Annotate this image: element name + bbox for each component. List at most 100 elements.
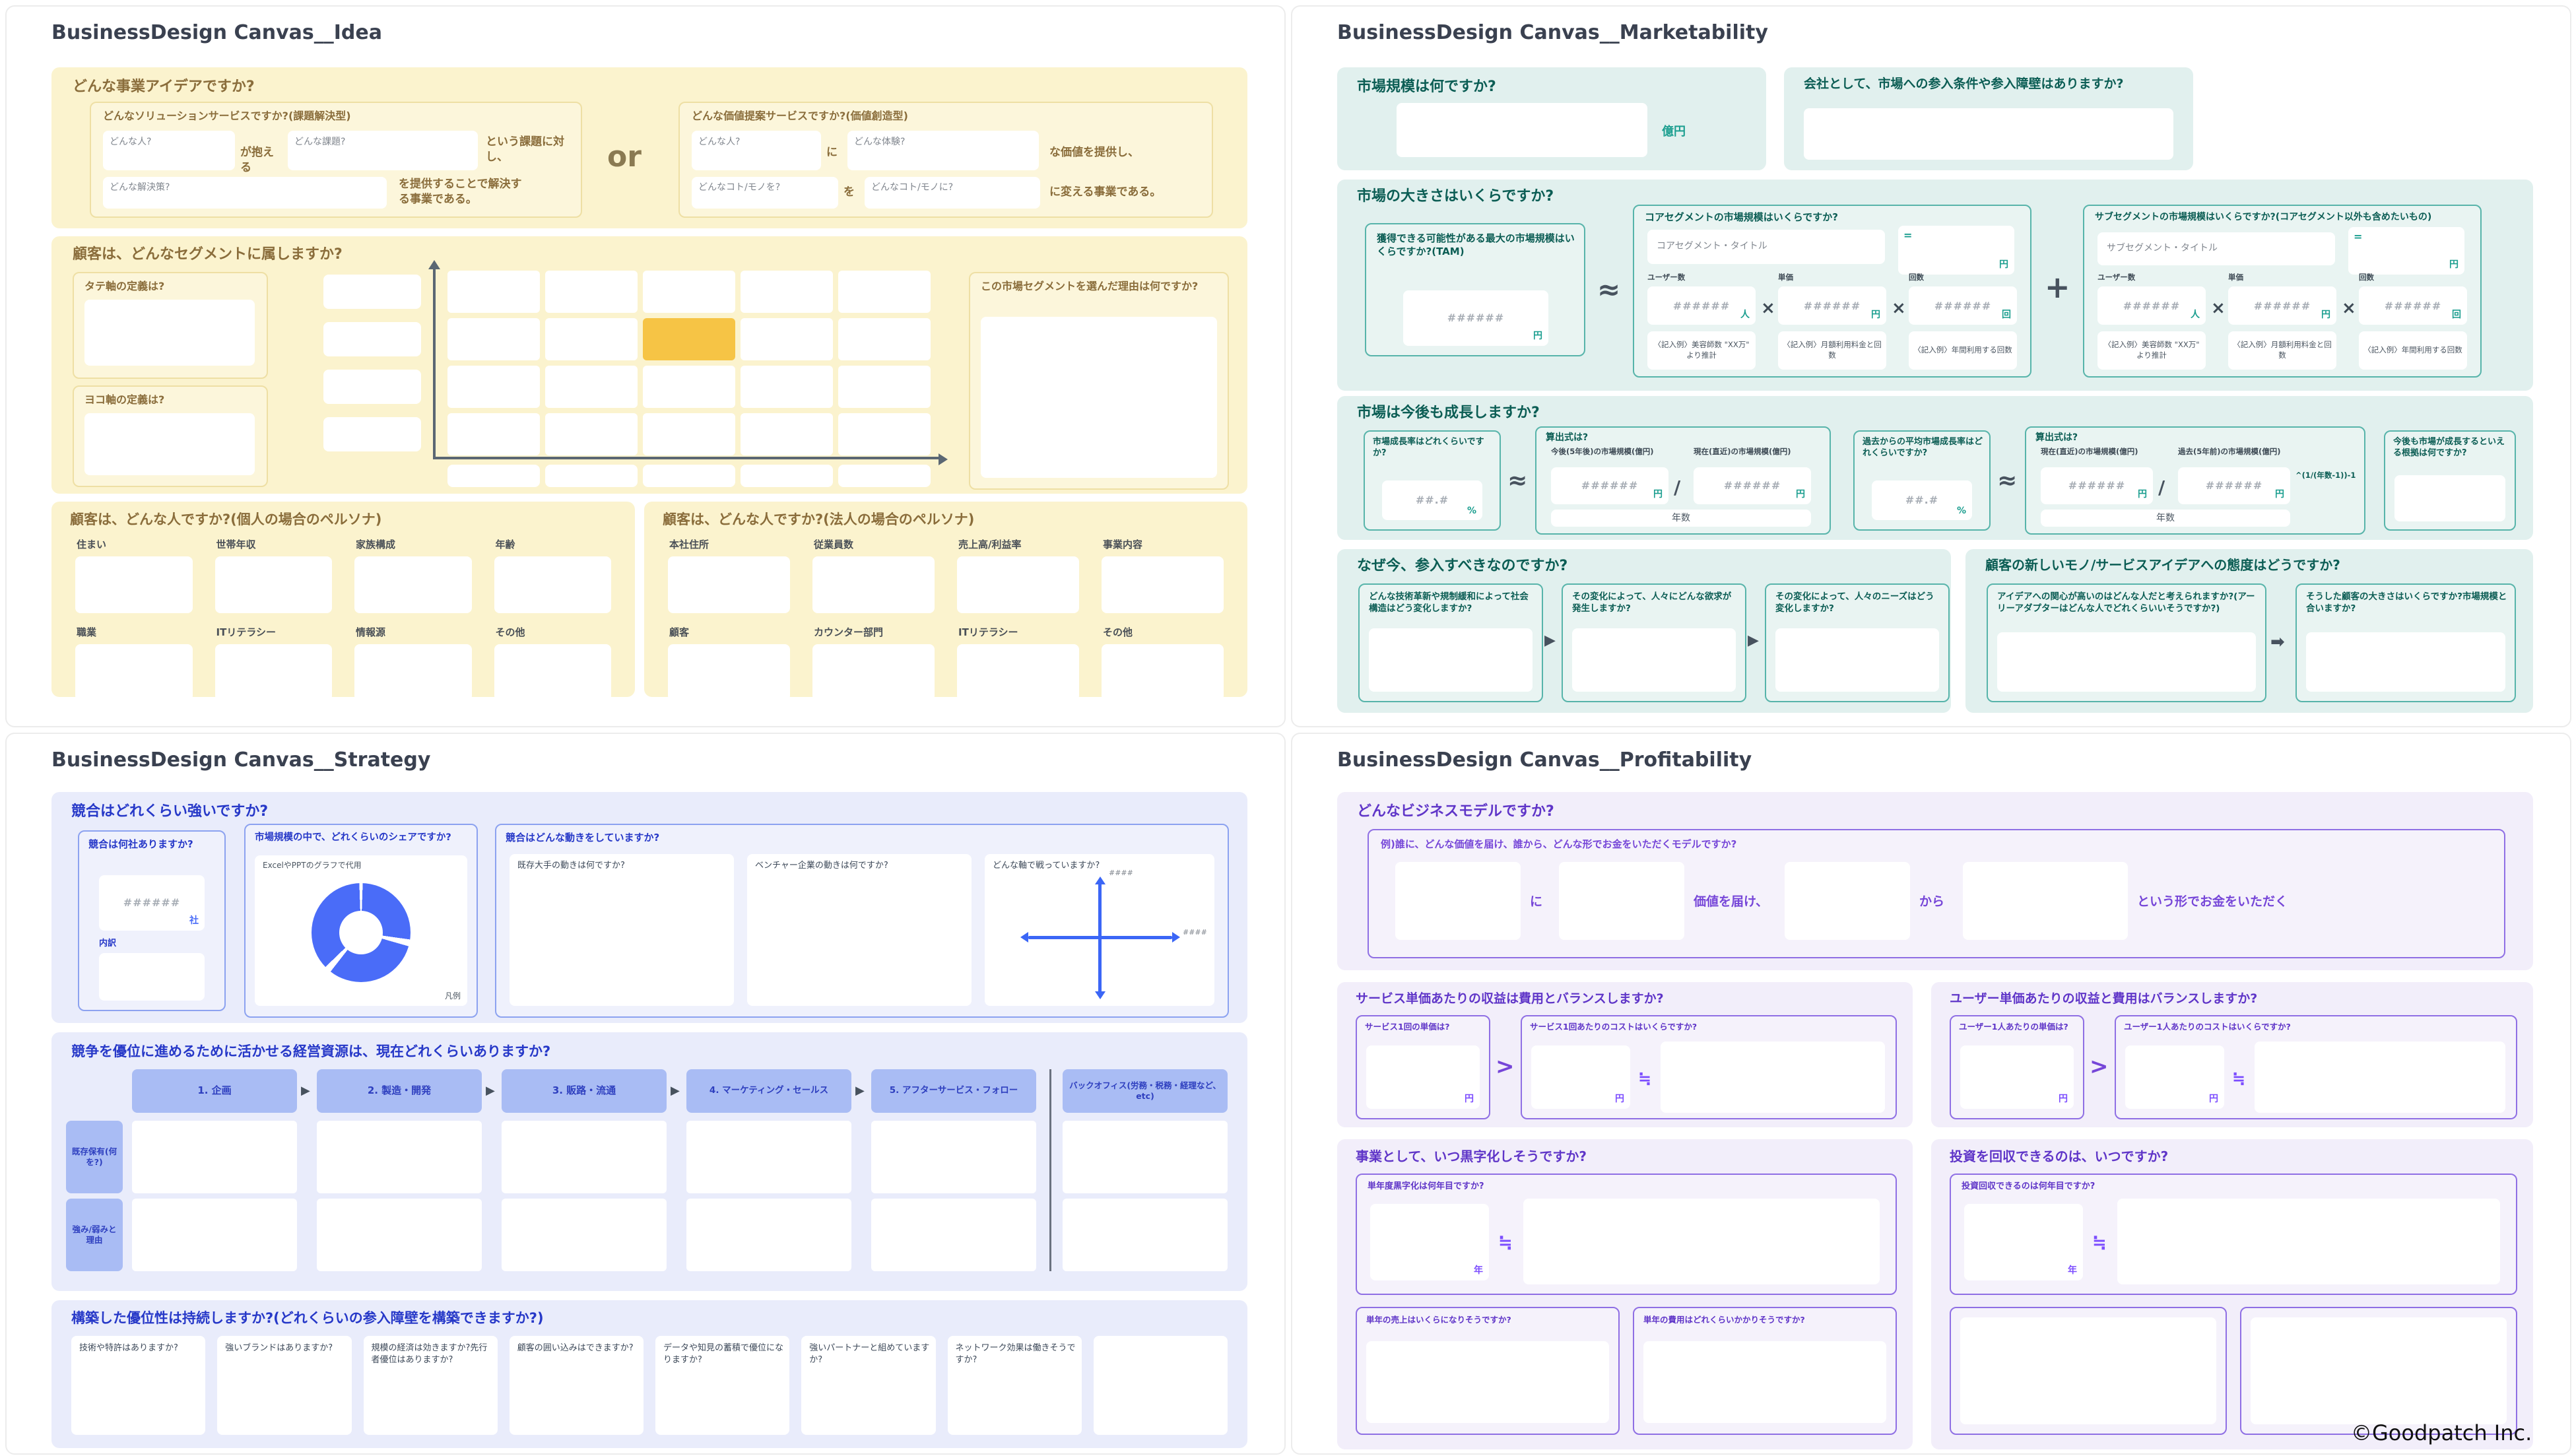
moat-box[interactable]: 規模の経済は効きますか?先行者優位はありますか? [363, 1336, 498, 1435]
matrix-cell-selected[interactable] [643, 318, 735, 360]
factor-input[interactable]: ######人 [1647, 286, 1756, 325]
resource-cell[interactable] [132, 1121, 297, 1193]
factor-input[interactable]: ######人 [2097, 286, 2206, 325]
service-cost-input[interactable]: 円 [1531, 1045, 1630, 1109]
persona-field-input[interactable] [957, 644, 1079, 701]
from-input[interactable]: どんなコト/モノを? [692, 177, 838, 209]
breakeven-year-input[interactable]: 年 [1370, 1204, 1489, 1280]
denominator-input[interactable]: ######円 [1694, 467, 1811, 504]
matrix-cell[interactable] [643, 271, 735, 313]
problem-input[interactable]: どんな課題? [288, 131, 478, 170]
matrix-col-label[interactable] [838, 465, 931, 487]
matrix-cell[interactable] [447, 318, 540, 360]
persona-field-input[interactable] [494, 644, 611, 701]
core-segment-title-input[interactable]: コアセグメント・タイトル [1647, 230, 1885, 264]
sub-segment-title-input[interactable]: サブセグメント・タイトル [2097, 232, 2335, 265]
user-cost-input[interactable]: 円 [2125, 1045, 2224, 1109]
market-share-chart-area[interactable]: ExcelやPPTのグラフで代用 凡例 [255, 855, 467, 1006]
annual-sales-input[interactable] [1366, 1341, 1609, 1423]
user-cost-detail-input[interactable] [2255, 1042, 2505, 1113]
matrix-cell[interactable] [545, 413, 638, 455]
incumbent-moves-input[interactable]: 既存大手の動きは何ですか? [510, 854, 734, 1006]
segment-total-box[interactable]: = 円 [1898, 226, 2014, 275]
matrix-cell[interactable] [447, 366, 540, 408]
matrix-col-label[interactable] [643, 465, 735, 487]
matrix-cell[interactable] [741, 271, 833, 313]
model-who-input[interactable] [1395, 862, 1521, 940]
matrix-cell[interactable] [545, 318, 638, 360]
resource-cell[interactable] [1063, 1199, 1228, 1271]
moat-box[interactable]: 強いブランドはありますか? [217, 1336, 352, 1435]
model-value-input[interactable] [1559, 862, 1684, 940]
payback-note-input[interactable] [1960, 1317, 2216, 1424]
experience-input[interactable]: どんな体験? [847, 131, 1039, 170]
persona-field-input[interactable] [1102, 556, 1224, 613]
tam-max-input[interactable]: ###### 円 [1403, 290, 1548, 346]
solution-input[interactable]: どんな解決策? [103, 177, 387, 209]
who-input[interactable]: どんな人? [692, 131, 821, 170]
battle-axis-chart[interactable]: どんな軸で戦っていますか? #### #### [985, 854, 1214, 1006]
matrix-cell[interactable] [741, 413, 833, 455]
matrix-cell[interactable] [447, 271, 540, 313]
model-method-input[interactable] [1963, 862, 2128, 940]
persona-field-input[interactable] [354, 556, 472, 613]
moat-box[interactable]: データや知見の蓄積で優位になりますか? [655, 1336, 790, 1435]
factor-input[interactable]: ######回 [2359, 286, 2467, 325]
resource-cell[interactable] [686, 1199, 851, 1271]
segment-reason-input[interactable] [981, 317, 1217, 478]
matrix-cell[interactable] [838, 413, 931, 455]
persona-field-input[interactable] [957, 556, 1079, 613]
matrix-cell[interactable] [741, 318, 833, 360]
resource-cell[interactable] [871, 1121, 1036, 1193]
moat-box[interactable]: 強いパートナーと組めていますか? [801, 1336, 936, 1435]
user-revenue-input[interactable]: 円 [1960, 1045, 2074, 1109]
growth-evidence-input[interactable] [2394, 475, 2505, 521]
moat-box[interactable] [1093, 1336, 1228, 1435]
who-input[interactable]: どんな人? [103, 131, 235, 170]
factor-input[interactable]: ######回 [1909, 286, 2017, 325]
denominator-input[interactable]: ######円 [2178, 467, 2290, 504]
resource-cell[interactable] [502, 1199, 667, 1271]
numerator-input[interactable]: ######円 [2041, 467, 2153, 504]
matrix-cell[interactable] [643, 366, 735, 408]
resource-cell[interactable] [317, 1199, 482, 1271]
persona-field-input[interactable] [812, 644, 935, 701]
matrix-cell[interactable] [838, 366, 931, 408]
payback-detail-input[interactable] [2117, 1199, 2500, 1284]
persona-field-input[interactable] [214, 556, 332, 613]
years-box[interactable]: 年数 [2041, 510, 2290, 527]
years-box[interactable]: 年数 [1551, 510, 1811, 527]
persona-field-input[interactable] [354, 644, 472, 701]
service-revenue-input[interactable]: 円 [1366, 1045, 1480, 1109]
numerator-input[interactable]: ######円 [1551, 467, 1668, 504]
why-now-step-input[interactable] [1369, 628, 1533, 692]
entry-barrier-input[interactable] [1804, 108, 2173, 160]
model-payer-input[interactable] [1785, 862, 1910, 940]
service-cost-detail-input[interactable] [1661, 1042, 1885, 1113]
why-now-step-input[interactable] [1775, 628, 1939, 692]
matrix-cell[interactable] [545, 366, 638, 408]
matrix-cell[interactable] [838, 318, 931, 360]
resource-cell[interactable] [686, 1121, 851, 1193]
matrix-row-label[interactable] [323, 370, 421, 404]
persona-field-input[interactable] [214, 644, 332, 701]
persona-field-input[interactable] [812, 556, 935, 613]
persona-field-input[interactable] [668, 556, 790, 613]
persona-field-input[interactable] [75, 644, 193, 701]
matrix-cell[interactable] [447, 413, 540, 455]
matrix-col-label[interactable] [545, 465, 638, 487]
resource-cell[interactable] [317, 1121, 482, 1193]
resource-cell[interactable] [502, 1121, 667, 1193]
to-input[interactable]: どんなコト/モノに? [865, 177, 1040, 209]
moat-box[interactable]: ネットワーク効果は働きそうですか? [947, 1336, 1082, 1435]
persona-field-input[interactable] [1102, 644, 1224, 701]
matrix-row-label[interactable] [323, 322, 421, 356]
resource-cell[interactable] [132, 1199, 297, 1271]
matrix-row-label[interactable] [323, 417, 421, 451]
persona-field-input[interactable] [494, 556, 611, 613]
market-size-input[interactable] [1397, 103, 1647, 157]
breakdown-input[interactable] [99, 953, 205, 1001]
matrix-cell[interactable] [545, 271, 638, 313]
why-now-step-input[interactable] [1572, 628, 1736, 692]
factor-input[interactable]: ######円 [2228, 286, 2336, 325]
